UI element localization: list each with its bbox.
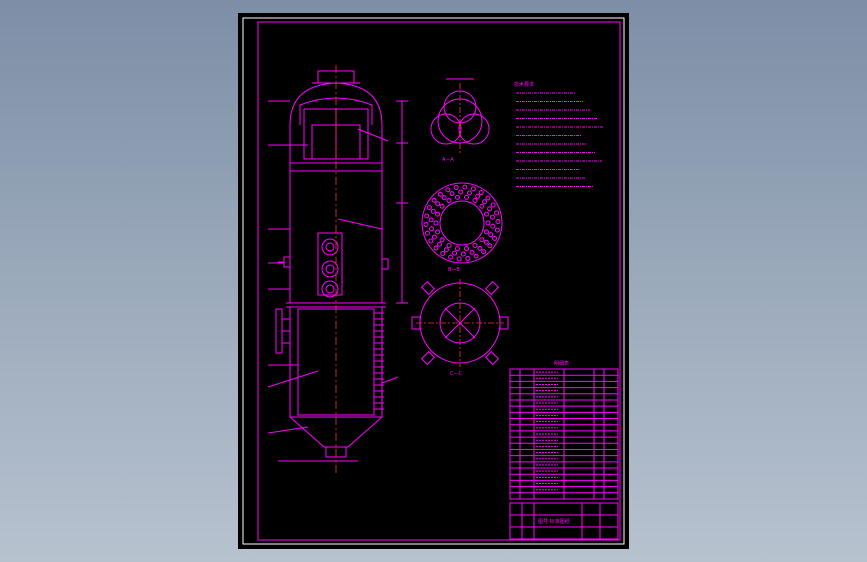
parts-list-header: 明细表 — [554, 360, 569, 367]
tube-hole — [485, 195, 491, 201]
tube-hole — [469, 249, 475, 255]
tube-holes — [423, 184, 501, 262]
tube-hole — [435, 211, 441, 217]
tube-hole — [490, 202, 496, 208]
tube-hole — [435, 201, 441, 207]
side-flange — [275, 308, 283, 354]
tube-hole — [437, 191, 443, 197]
tube-hole — [490, 223, 496, 229]
tube-hole — [465, 256, 471, 262]
sheet-border-inner — [257, 21, 621, 541]
tube-hole — [428, 217, 434, 223]
tube-hole — [472, 197, 478, 203]
tube-hole — [441, 195, 447, 201]
tube-hole — [448, 254, 454, 260]
tube-hole — [429, 226, 435, 232]
section-top-view: A—A — [430, 78, 490, 163]
tube-hole — [433, 245, 439, 251]
tube-hole — [483, 211, 489, 217]
vessel-assembly-drawing: A—A B—B — [242, 17, 625, 545]
tube-hole — [470, 186, 476, 192]
tube-hole — [452, 250, 458, 256]
nozzle-middle — [321, 260, 339, 278]
section-label-top: A—A — [442, 157, 454, 163]
tube-hole — [462, 184, 468, 190]
tube-hole — [424, 213, 430, 219]
tube-hole — [477, 245, 483, 251]
tube-hole — [478, 190, 484, 196]
tube-hole — [488, 232, 494, 238]
tube-hole — [424, 230, 430, 236]
tube-hole — [454, 194, 460, 200]
tube-hole — [494, 227, 500, 233]
tube-hole — [481, 249, 487, 255]
title-block-caption: 图号 标准图纸 — [538, 518, 570, 525]
tube-hole — [453, 184, 459, 190]
tube-hole — [433, 220, 439, 226]
tube-hole — [426, 205, 432, 211]
tube-hole — [446, 197, 452, 203]
tube-hole — [475, 193, 481, 199]
technical-notes: 技术要求 — [514, 81, 604, 187]
tube-hole — [485, 220, 491, 226]
tube-hole — [449, 191, 455, 197]
tube-hole — [423, 221, 429, 227]
vessel-elevation — [267, 65, 408, 473]
tube-hole — [440, 250, 446, 256]
tube-hole — [483, 239, 489, 245]
tube-hole — [439, 203, 445, 209]
tube-hole — [431, 197, 437, 203]
nozzle-lower — [321, 280, 339, 298]
tube-hole — [430, 208, 436, 214]
tube-hole — [464, 246, 470, 252]
section-label-bottom: C—C — [450, 371, 462, 377]
tube-hole — [436, 241, 442, 247]
tube-hole — [445, 187, 451, 193]
inlet-box — [317, 232, 343, 296]
tube-hole — [495, 219, 501, 225]
tube-hole — [492, 235, 498, 241]
nozzle-upper — [321, 238, 339, 256]
section-label-mid: B—B — [448, 267, 460, 273]
tech-requirements-heading: 技术要求 — [514, 81, 534, 88]
tube-hole — [494, 210, 500, 216]
tube-hole — [456, 256, 462, 262]
tube-hole — [483, 229, 489, 235]
tube-hole — [473, 253, 479, 259]
tube-hole — [479, 237, 485, 243]
tube-hole — [454, 246, 460, 252]
tube-hole — [431, 234, 437, 240]
tube-hole — [479, 203, 485, 209]
baffles — [374, 312, 384, 410]
tube-hole — [446, 243, 452, 249]
tube-hole — [482, 199, 488, 205]
section-bottom-view: C—C — [411, 279, 509, 377]
drawing-sheet[interactable]: A—A B—B — [238, 13, 629, 549]
title-block: 图号 标准图纸 — [509, 502, 619, 540]
tube-hole — [458, 189, 464, 195]
tube-hole — [487, 206, 493, 212]
tube-hole — [439, 237, 445, 243]
tube-hole — [487, 243, 493, 249]
parts-list: 明细表 — [509, 360, 619, 500]
tube-hole — [435, 229, 441, 235]
tube-hole — [472, 243, 478, 249]
tube-hole — [464, 194, 470, 200]
perforated-plate-section: B—B — [421, 182, 503, 273]
tube-hole — [460, 251, 466, 257]
sheet-border-outer — [242, 17, 625, 545]
tube-hole — [489, 214, 495, 220]
tube-hole — [466, 190, 472, 196]
tube-hole — [443, 247, 449, 253]
tube-hole — [428, 238, 434, 244]
